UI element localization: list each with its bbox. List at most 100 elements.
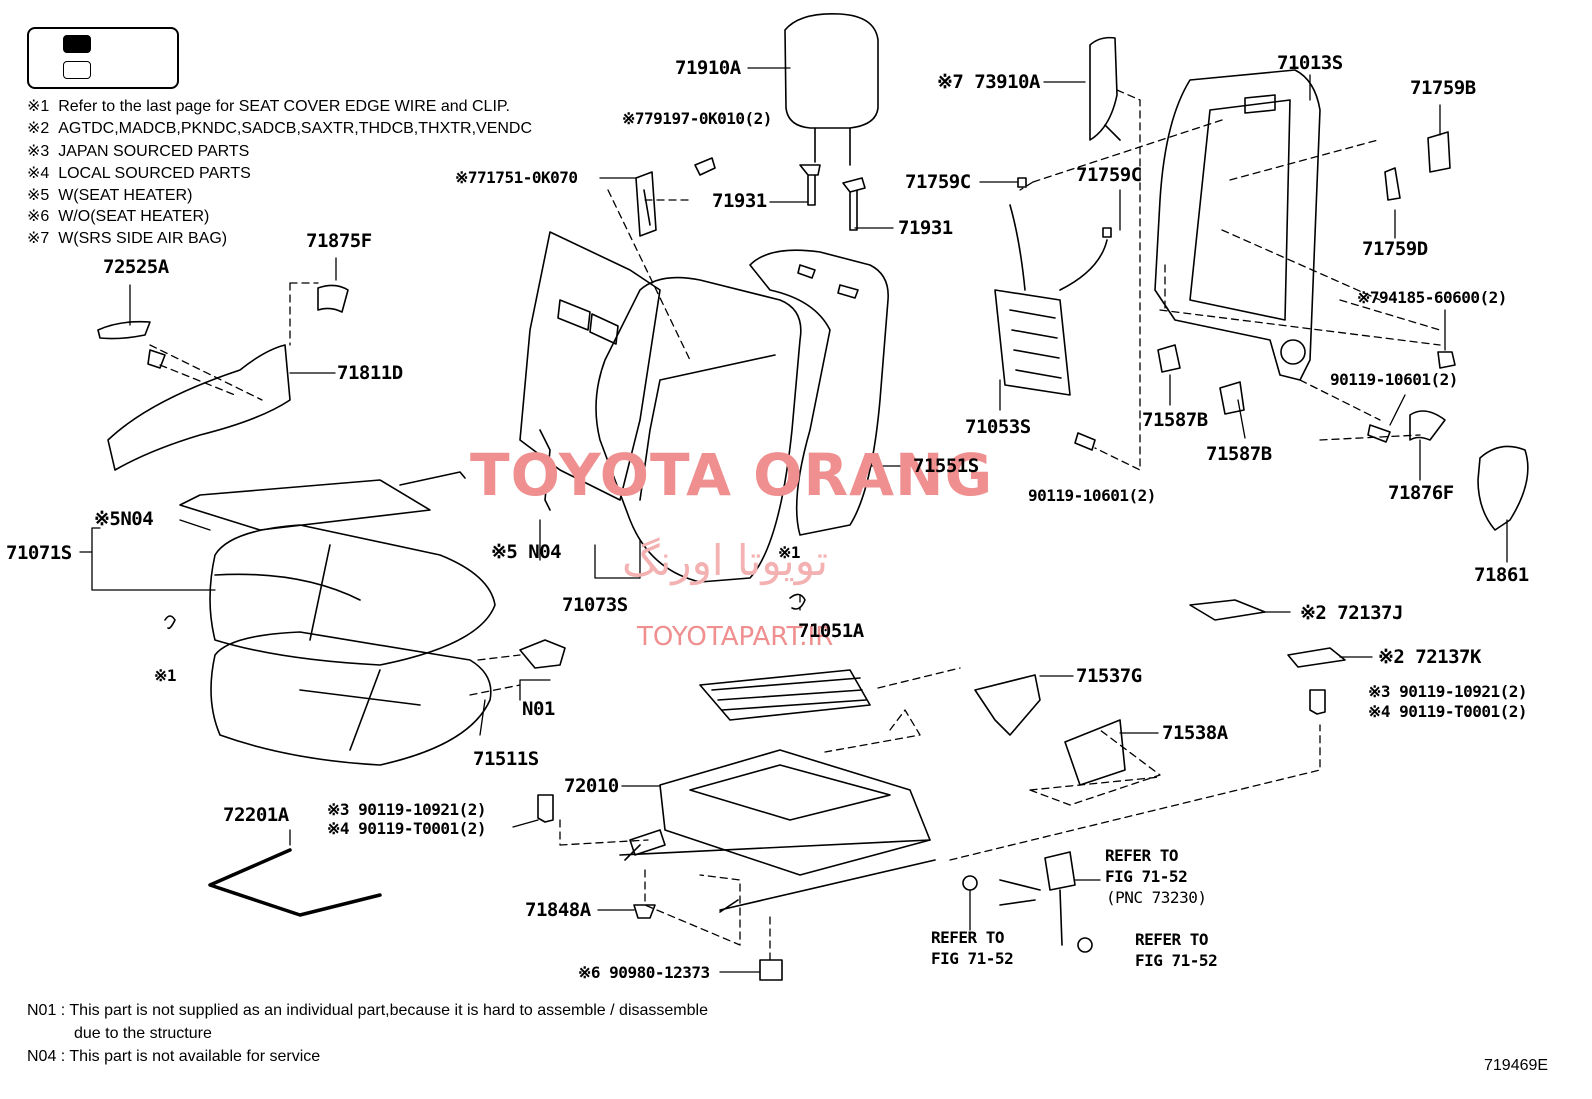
label-90119-10921-right[interactable]: ※3 90119-10921(2) xyxy=(1368,682,1528,701)
label-71759B[interactable]: 71759B xyxy=(1410,77,1476,99)
label-71875F[interactable]: 71875F xyxy=(306,230,372,252)
label-72201A[interactable]: 72201A xyxy=(223,804,289,826)
label-71848A[interactable]: 71848A xyxy=(525,899,591,921)
label-N04-b[interactable]: ※5 N04 xyxy=(491,541,562,563)
label-71587B-b[interactable]: 71587B xyxy=(1206,443,1272,465)
label-71751-0K070[interactable]: ※771751-0K070 xyxy=(455,168,578,187)
label-90119-10601-right[interactable]: 90119-10601(2) xyxy=(1330,370,1458,389)
part-71053S-lumbar-support xyxy=(1009,204,1108,291)
part-nut xyxy=(1077,937,1093,953)
part-71587B-cover-a xyxy=(1157,344,1181,373)
legend-swatch-filled xyxy=(63,35,91,53)
part-71759C-clip-left xyxy=(1017,177,1027,188)
label-71759C-b[interactable]: 71759C xyxy=(1076,164,1142,186)
label-72137K[interactable]: ※2 72137K xyxy=(1378,646,1481,668)
label-refer-to-3: REFER TO xyxy=(1135,930,1209,949)
label-73910A[interactable]: ※7 73910A xyxy=(937,71,1040,93)
part-71759B-clip xyxy=(1427,131,1451,173)
part-seat-belt-buckle xyxy=(1044,851,1076,946)
label-79197-0K010[interactable]: ※779197-0K010(2) xyxy=(622,109,772,128)
label-71931-b[interactable]: 71931 xyxy=(898,217,953,239)
label-71073S[interactable]: 71073S xyxy=(562,594,628,616)
label-71071S[interactable]: 71071S xyxy=(6,542,72,564)
part-clip-x1-right xyxy=(789,593,806,610)
part-71910A-headrest xyxy=(784,13,879,129)
label-72525A[interactable]: 72525A xyxy=(103,256,169,278)
label-90980-12373[interactable]: ※6 90980-12373 xyxy=(578,963,710,982)
watermark-site: TOYOTAPART.IR xyxy=(637,622,834,652)
label-71759C-a[interactable]: 71759C xyxy=(905,171,971,193)
legend-swatch-empty xyxy=(63,61,91,79)
label-refer-to-2: REFER TO xyxy=(931,928,1005,947)
part-90119-10921-bolt-left xyxy=(537,794,554,823)
watermark-persian: تویوتا اورنگ xyxy=(622,536,829,585)
note-item: ※7 W(SRS SIDE AIR BAG) xyxy=(27,230,228,247)
part-clip-x1-left xyxy=(164,615,176,630)
footnote-N01: N01 : This part is not supplied as an in… xyxy=(27,1002,708,1019)
part-71051A-spring xyxy=(699,669,871,721)
note-item: ※6 W/O(SEAT HEATER) xyxy=(27,208,210,225)
label-72137J[interactable]: ※2 72137J xyxy=(1300,602,1403,624)
part-72201A-edge-wire xyxy=(208,848,382,917)
part-washer xyxy=(962,875,978,891)
note-item: ※4 LOCAL SOURCED PARTS xyxy=(27,165,251,182)
label-90119-10921-left[interactable]: ※3 90119-10921(2) xyxy=(327,800,487,819)
part-71931-guide-left xyxy=(799,164,821,206)
label-fig-71-52-3[interactable]: FIG 71-52 xyxy=(1135,951,1218,970)
part-71071S-cushion-cover xyxy=(209,524,496,666)
label-71051A[interactable]: 71051A xyxy=(798,620,864,642)
diagram-id: 719469E xyxy=(1484,1057,1549,1074)
label-90119-T0001-left[interactable]: ※4 90119-T0001(2) xyxy=(327,819,487,838)
part-71811D-shield xyxy=(107,344,291,471)
label-71876F[interactable]: 71876F xyxy=(1388,482,1454,504)
part-71751-bracket xyxy=(635,171,657,237)
part-79197-bolt xyxy=(694,157,716,176)
part-73910A-side-airbag xyxy=(1089,36,1121,141)
part-90119-10601-bolt-a xyxy=(1074,432,1096,451)
note-item: ※5 W(SEAT HEATER) xyxy=(27,187,193,204)
part-72137J-cover xyxy=(1189,599,1266,621)
label-94185-60600[interactable]: ※794185-60600(2) xyxy=(1357,288,1507,307)
part-72525A-knob xyxy=(97,320,151,340)
part-71876F-cover xyxy=(1409,410,1446,441)
part-back-board xyxy=(519,231,661,501)
part-N01-harness xyxy=(519,639,566,669)
label-90119-10601-left[interactable]: 90119-10601(2) xyxy=(1028,486,1156,505)
part-71848A-cap xyxy=(633,904,656,919)
label-71931-a[interactable]: 71931 xyxy=(712,190,767,212)
part-90119-10921-bolt-right xyxy=(1309,689,1326,715)
label-N04-a[interactable]: ※5N04 xyxy=(94,508,154,530)
label-71013S[interactable]: 71013S xyxy=(1277,52,1343,74)
part-71587B-cover-b xyxy=(1219,381,1245,415)
part-71073S-back-cover xyxy=(595,276,802,583)
part-71537G-cover xyxy=(974,674,1041,736)
label-71759D[interactable]: 71759D xyxy=(1362,238,1428,260)
label-N01[interactable]: N01 xyxy=(522,698,555,720)
label-71538A[interactable]: 71538A xyxy=(1162,722,1228,744)
label-71861[interactable]: 71861 xyxy=(1474,564,1529,586)
label-71053S[interactable]: 71053S xyxy=(965,416,1031,438)
label-fig-71-52-1[interactable]: FIG 71-52 xyxy=(1105,867,1188,886)
part-71861-shield xyxy=(1477,445,1529,531)
label-71587B-a[interactable]: 71587B xyxy=(1142,409,1208,431)
label-71511S[interactable]: 71511S xyxy=(473,748,539,770)
part-71511S-cushion-pad xyxy=(210,631,492,766)
part-71551S-back-pad xyxy=(749,249,889,536)
part-71538A-cover xyxy=(1064,719,1126,786)
part-94185-nut xyxy=(1437,351,1456,369)
part-72137K-cover xyxy=(1287,647,1346,668)
part-71931-guide-right xyxy=(842,177,866,231)
label-72010[interactable]: 72010 xyxy=(564,775,619,797)
note-item: ※3 JAPAN SOURCED PARTS xyxy=(27,143,250,160)
label-71537G[interactable]: 71537G xyxy=(1076,665,1142,687)
part-71759D-clip xyxy=(1384,167,1401,201)
label-71811D[interactable]: 71811D xyxy=(337,362,403,384)
watermark-main: TOYOTA ORANG xyxy=(470,441,994,509)
note-item: ※2 AGTDC,MADCB,PKNDC,SADCB,SAXTR,THDCB,T… xyxy=(27,120,533,137)
label-71910A[interactable]: 71910A xyxy=(675,57,741,79)
label-71551S[interactable]: 71551S xyxy=(913,455,979,477)
label-fig-71-52-2[interactable]: FIG 71-52 xyxy=(931,949,1014,968)
label-90119-T0001-right[interactable]: ※4 90119-T0001(2) xyxy=(1368,702,1528,721)
